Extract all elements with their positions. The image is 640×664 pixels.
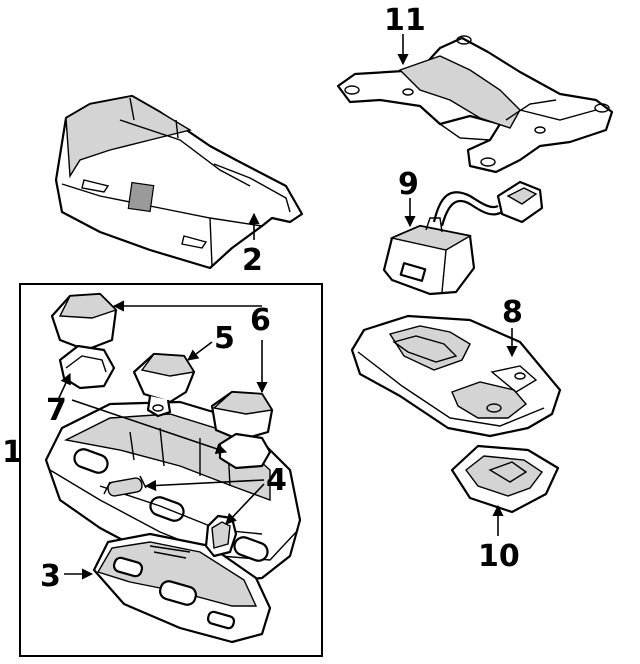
callout-11: 11 — [384, 3, 426, 38]
assembly-1-frame — [19, 283, 323, 657]
leader-lines — [57, 34, 518, 580]
part-7-lens — [58, 344, 116, 390]
part-6-lens-right — [210, 390, 274, 470]
part-3-lens — [92, 532, 272, 644]
part-4-bulbs — [103, 475, 238, 558]
part-8-lamp-housing — [350, 314, 562, 438]
part-6-lens-top — [50, 292, 118, 352]
callout-1: 1 — [2, 435, 23, 470]
callout-6: 6 — [250, 303, 271, 338]
part-11-bracket — [336, 35, 614, 174]
callout-9: 9 — [398, 167, 419, 202]
callout-2: 2 — [242, 243, 263, 278]
callout-10: 10 — [478, 539, 520, 574]
callout-7: 7 — [46, 393, 67, 428]
part-2-console-cover — [54, 94, 304, 270]
part-10-lens — [450, 444, 560, 514]
callout-labels: 11 2 9 8 10 6 5 7 4 3 1 — [2, 3, 523, 594]
part-9-module — [382, 180, 544, 296]
callout-5: 5 — [214, 321, 235, 356]
part-5-switch — [132, 352, 196, 418]
callout-3: 3 — [40, 559, 61, 594]
callout-8: 8 — [502, 295, 523, 330]
callout-4: 4 — [266, 463, 287, 498]
